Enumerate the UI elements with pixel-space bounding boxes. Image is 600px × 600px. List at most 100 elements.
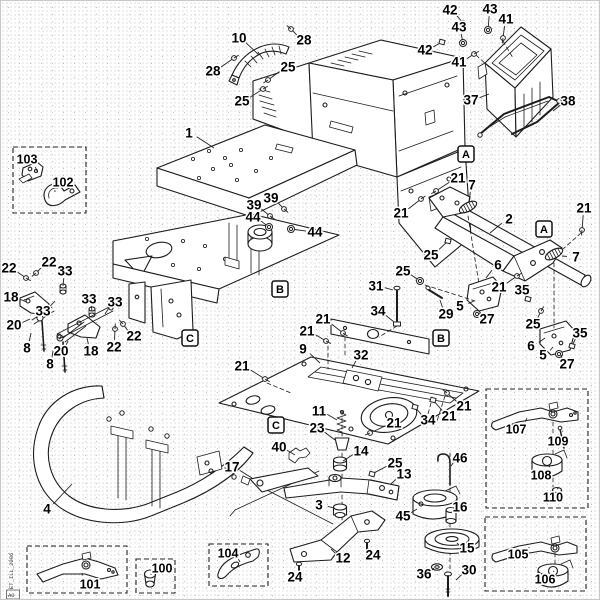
part-17-lever bbox=[249, 467, 319, 493]
leader-line bbox=[560, 354, 563, 359]
part-5-6-bracket bbox=[466, 276, 503, 312]
callout-label-40: 40 bbox=[271, 440, 286, 455]
part-2-crossmember bbox=[378, 186, 592, 358]
leader-line bbox=[468, 192, 471, 202]
callout-label-31: 31 bbox=[368, 279, 384, 294]
callout-label-42: 42 bbox=[417, 43, 432, 58]
screw-shaft bbox=[31, 272, 37, 277]
part-107-lever bbox=[491, 407, 579, 431]
callout-label-5: 5 bbox=[539, 348, 547, 363]
leader-line bbox=[384, 287, 394, 291]
callout-label-41: 41 bbox=[451, 55, 467, 70]
callout-label-5: 5 bbox=[456, 299, 464, 314]
callout-label-106: 106 bbox=[535, 573, 556, 587]
callout-label-8: 8 bbox=[46, 357, 54, 372]
callout-label-37: 37 bbox=[463, 93, 478, 108]
callout-label-33: 33 bbox=[81, 292, 97, 307]
part-34-nut bbox=[393, 321, 401, 327]
leader-line bbox=[28, 332, 32, 342]
part-7-spring bbox=[544, 247, 564, 261]
washer-hole bbox=[288, 226, 294, 232]
callout-label-33: 33 bbox=[57, 264, 73, 279]
callout-label-20: 20 bbox=[6, 318, 21, 333]
detail-box bbox=[208, 543, 269, 587]
leader-line bbox=[410, 508, 418, 514]
leader-line bbox=[479, 93, 490, 99]
callout-label-21: 21 bbox=[456, 399, 472, 414]
leader-line bbox=[489, 222, 503, 234]
ref-marker-label: B bbox=[437, 333, 445, 345]
screw-shaft bbox=[431, 190, 437, 195]
callout-label-35: 35 bbox=[572, 326, 588, 341]
callout-label-21: 21 bbox=[393, 206, 409, 221]
doc-code-block: ET_ILL_2086 A0 bbox=[6, 553, 20, 599]
callout-label-1: 1 bbox=[185, 126, 193, 141]
callout-label-34: 34 bbox=[370, 304, 386, 319]
nut-glyph bbox=[438, 38, 446, 46]
part-37-battery-box bbox=[475, 26, 554, 138]
screw-shaft bbox=[25, 277, 31, 282]
callout-label-22: 22 bbox=[1, 261, 16, 276]
callout-label-21: 21 bbox=[441, 409, 457, 424]
callout-label-29: 29 bbox=[438, 307, 453, 322]
leader-line bbox=[53, 483, 73, 505]
callout-label-39: 39 bbox=[246, 198, 261, 213]
part-23-bushing bbox=[334, 437, 350, 451]
detail-box bbox=[484, 516, 587, 592]
nut-glyph bbox=[411, 403, 419, 411]
callout-label-21: 21 bbox=[315, 312, 331, 327]
callout-label-8: 8 bbox=[23, 341, 31, 356]
screw-shaft bbox=[501, 37, 504, 44]
part-30-bolt bbox=[444, 571, 452, 597]
linkage-group bbox=[229, 409, 400, 579]
ref-marker-label: B bbox=[276, 284, 284, 296]
callout-label-100: 100 bbox=[152, 562, 173, 576]
callout-label-10: 10 bbox=[231, 31, 246, 46]
callout-label-43: 43 bbox=[482, 2, 498, 17]
callout-label-38: 38 bbox=[560, 94, 576, 109]
callout-label-109: 109 bbox=[548, 435, 569, 449]
part-18-strap bbox=[19, 291, 50, 316]
callout-label-108: 108 bbox=[531, 469, 552, 483]
callout-label-17: 17 bbox=[224, 460, 239, 475]
screw-shaft bbox=[283, 208, 289, 213]
doc-code-sub-text: A0 bbox=[8, 592, 15, 599]
screw-shaft bbox=[473, 51, 480, 55]
callout-label-33: 33 bbox=[35, 304, 51, 319]
detail-box bbox=[26, 545, 128, 594]
callout-label-42: 42 bbox=[442, 3, 457, 18]
callout-label-21: 21 bbox=[450, 171, 466, 186]
part-3-bushing bbox=[332, 503, 348, 519]
leader-line bbox=[330, 548, 337, 555]
callout-label-18: 18 bbox=[83, 344, 99, 359]
leader-line bbox=[450, 510, 453, 514]
part-12-bracket bbox=[289, 510, 386, 563]
leader-line bbox=[385, 314, 395, 323]
part-15-pulley bbox=[424, 528, 480, 555]
callout-label-41: 41 bbox=[498, 12, 514, 27]
callout-label-7: 7 bbox=[572, 250, 580, 265]
washer-hole bbox=[460, 40, 466, 46]
callout-label-45: 45 bbox=[395, 509, 411, 524]
callout-label-18: 18 bbox=[3, 290, 19, 305]
callout-label-25: 25 bbox=[423, 248, 439, 263]
screw-shaft bbox=[462, 22, 468, 28]
leader-line bbox=[326, 413, 338, 421]
screw-shaft bbox=[233, 54, 239, 59]
part-4-bumper bbox=[33, 385, 254, 524]
callout-label-35: 35 bbox=[514, 283, 530, 298]
screw-shaft bbox=[342, 332, 348, 337]
callout-label-23: 23 bbox=[309, 421, 325, 436]
ref-marker-label: C bbox=[272, 420, 280, 432]
nut-glyph bbox=[524, 295, 532, 303]
leader-line bbox=[485, 270, 493, 279]
leader-line bbox=[450, 462, 454, 467]
callout-label-43: 43 bbox=[451, 20, 467, 35]
callout-label-22: 22 bbox=[126, 329, 141, 344]
leader-line bbox=[238, 559, 241, 563]
callout-label-102: 102 bbox=[53, 176, 74, 190]
doc-code-text: ET_ILL_2086 bbox=[8, 553, 15, 589]
callout-label-44: 44 bbox=[307, 225, 323, 240]
part-106-housing bbox=[537, 559, 574, 588]
